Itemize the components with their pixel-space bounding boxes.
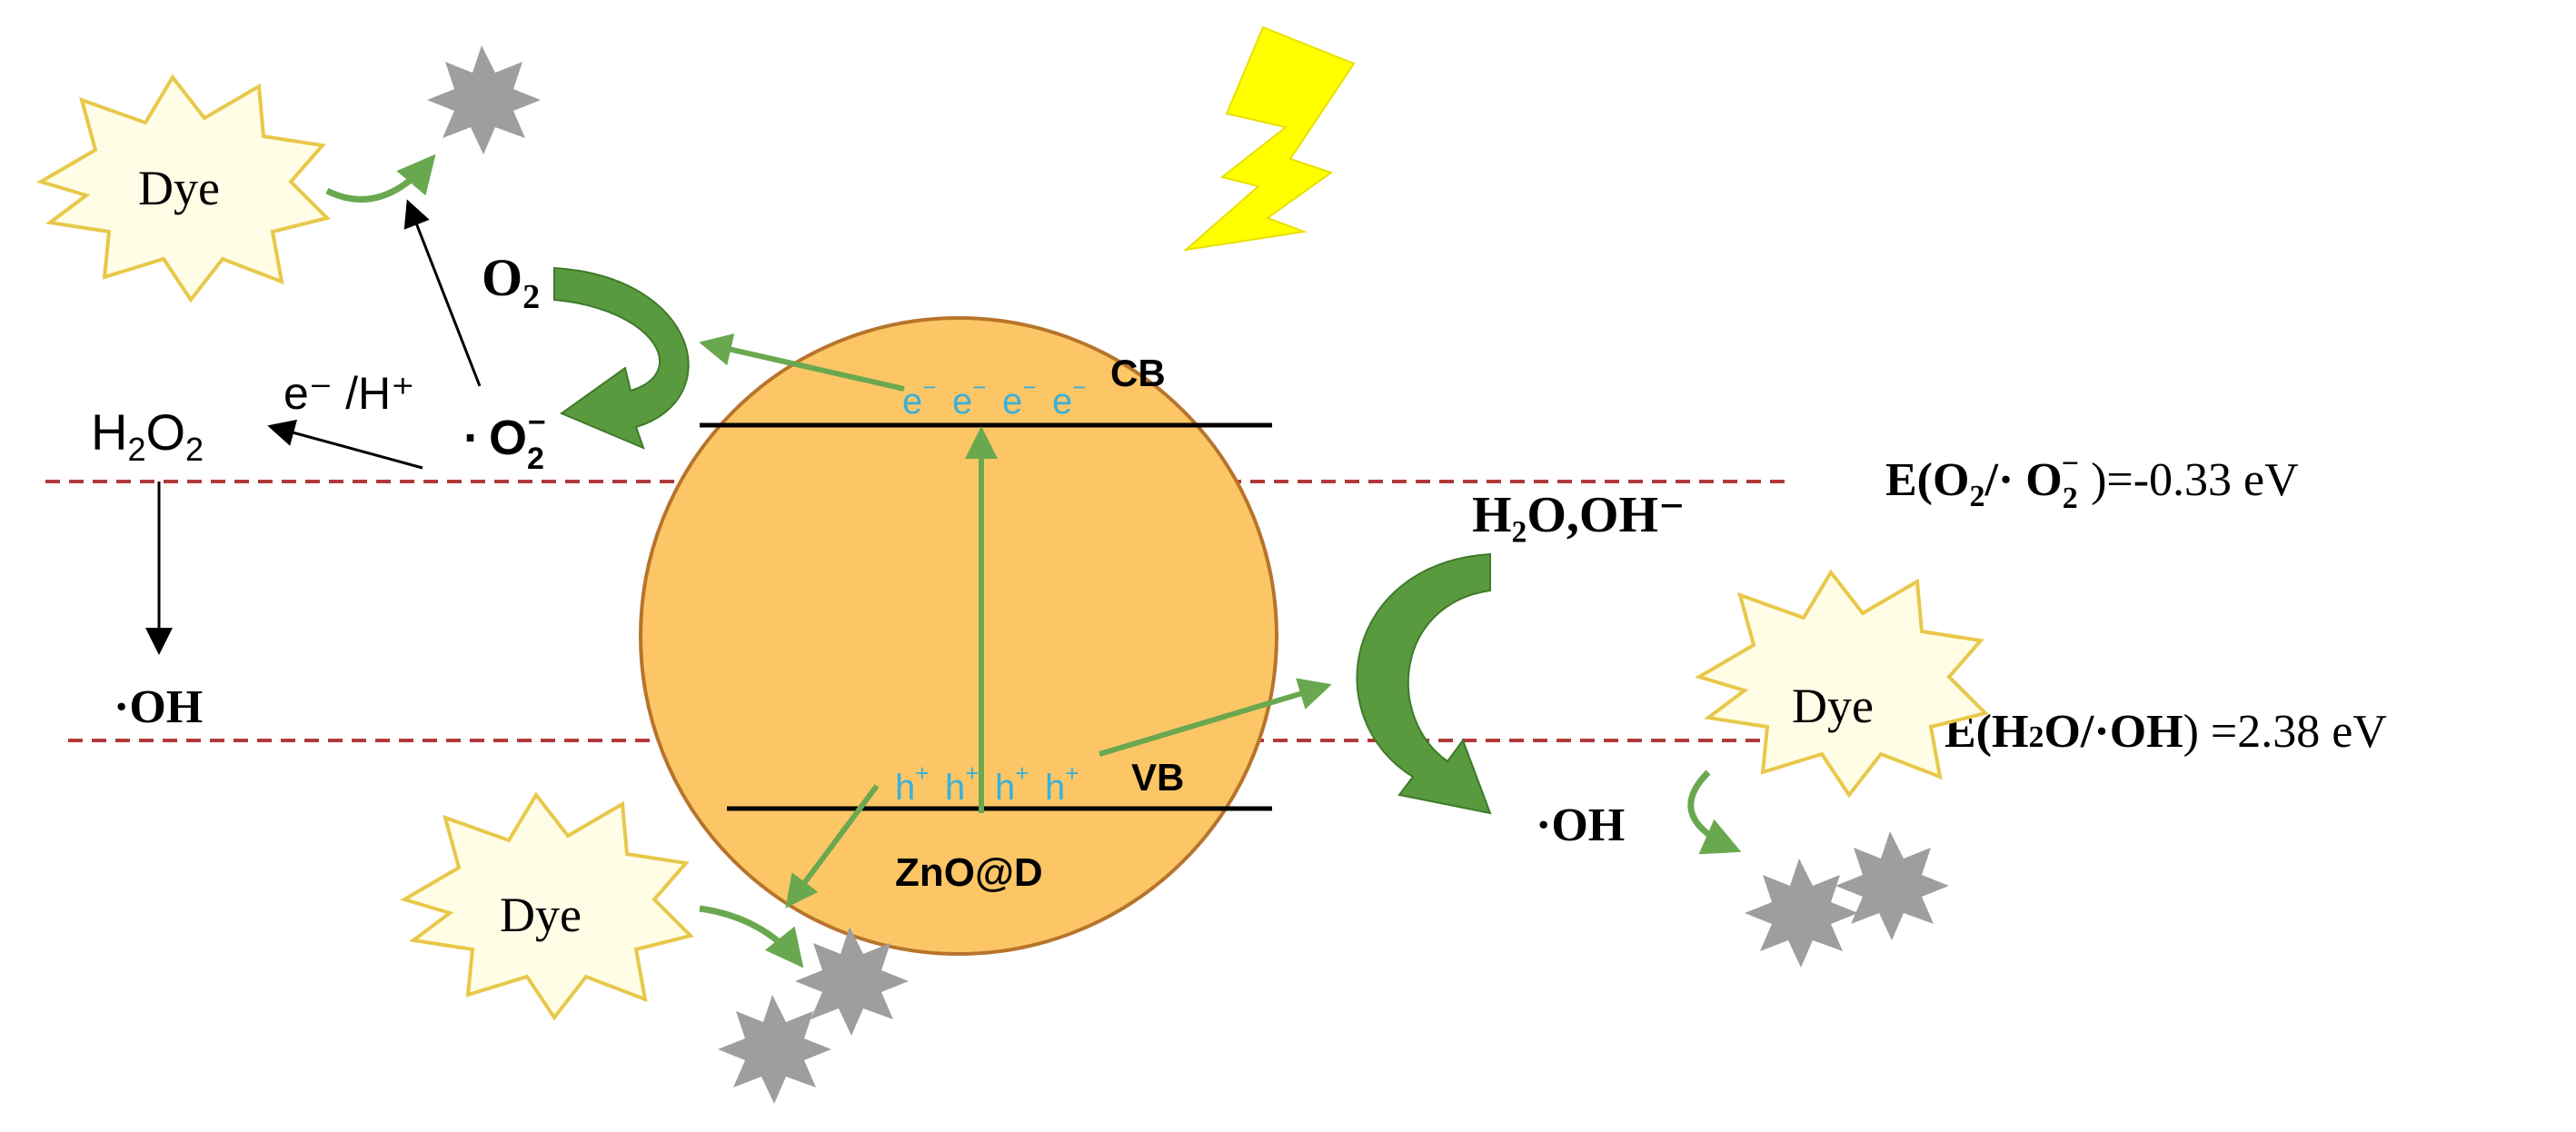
- electron-3: e−: [1002, 373, 1036, 422]
- dye-degradation-arrow-3: [1687, 770, 1742, 855]
- right-hydroxyl-label: ·OH: [1536, 799, 1625, 851]
- electron-transfer-arrow: [699, 333, 905, 392]
- superoxide-to-dye-arrow: [403, 199, 482, 387]
- hole-transfer-arrow: [1099, 678, 1332, 757]
- electron-2: e−: [952, 373, 986, 422]
- hole-row: h+ h+ h+ h+: [895, 760, 1079, 808]
- particle-label: ZnO@D: [895, 850, 1043, 895]
- dye-burst-shape: [36, 74, 331, 303]
- cb-potential-label: E(O2/· O2− )=-0.33 eV: [1885, 447, 2299, 515]
- o2-label: O2: [482, 248, 540, 316]
- hole-3: h+: [995, 760, 1029, 808]
- dye-label-3: Dye: [1792, 679, 1874, 733]
- dye-degradation-arrow-2: [699, 905, 804, 968]
- h2o2-label: H2O2: [91, 403, 204, 468]
- dye-bottom-left: Dye: [400, 791, 694, 1021]
- degraded-products: [427, 45, 1949, 1104]
- o2-reduction-arrow: [553, 266, 690, 450]
- degraded-star-icon: [718, 995, 831, 1104]
- electron-1: e−: [902, 373, 936, 422]
- dye-right: Dye: [1695, 569, 1989, 799]
- left-hydroxyl-label: ·OH: [114, 681, 203, 733]
- hole-4: h+: [1045, 760, 1079, 808]
- water-label: H₂O,OH⁻: [1472, 487, 1686, 543]
- dye-top-left: Dye: [36, 74, 331, 303]
- degraded-star-icon: [1745, 859, 1858, 968]
- degraded-star-icon: [795, 927, 909, 1036]
- degraded-star-icon: [1835, 831, 1949, 940]
- electron-row: e− e− e− e−: [902, 373, 1086, 422]
- water-oxidation-arrow: [1356, 552, 1492, 815]
- electron-4: e−: [1052, 373, 1086, 422]
- hole-dye-arrow: [785, 784, 880, 909]
- dye-label-2: Dye: [500, 888, 582, 942]
- electron-proton-label: e⁻ /H⁺: [283, 368, 414, 419]
- vb-label: VB: [1131, 756, 1184, 799]
- dye-label-1: Dye: [138, 161, 220, 215]
- vb-potential-label: E(H2O/·OH) =2.38 eV: [1944, 706, 2387, 758]
- degraded-star-icon: [427, 45, 541, 154]
- cb-label: CB: [1110, 352, 1166, 394]
- lightning-icon: [1182, 25, 1356, 252]
- superoxide-to-h2o2-arrow: [267, 419, 423, 470]
- hole-1: h+: [895, 760, 929, 808]
- dye-degradation-arrow-1: [325, 154, 436, 203]
- superoxide-label: ·O2−: [463, 405, 546, 476]
- dye-burst-shape: [400, 791, 694, 1021]
- dye-burst-shape: [1695, 569, 1989, 799]
- hole-2: h+: [945, 760, 979, 808]
- zno-particle: [639, 316, 1278, 956]
